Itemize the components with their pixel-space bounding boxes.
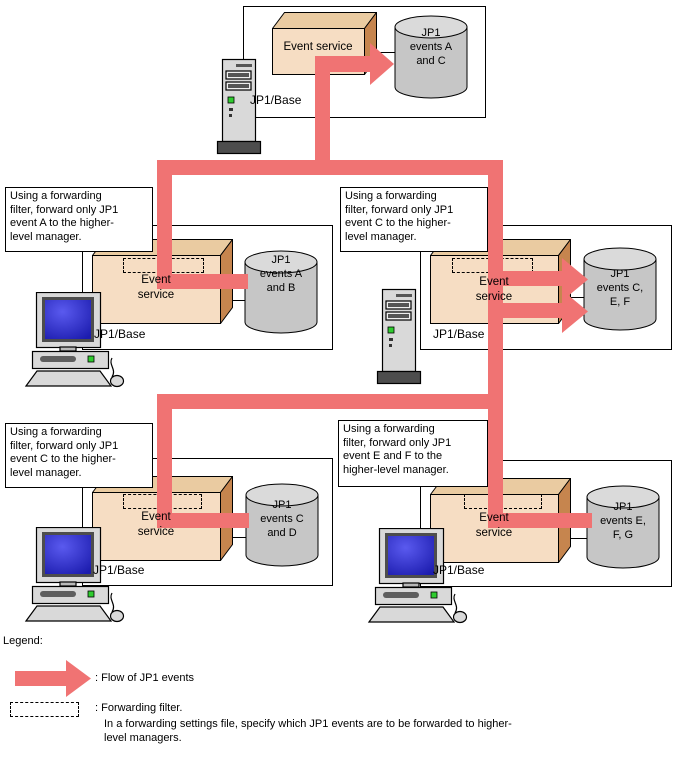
event-service-label: Event service: [475, 512, 513, 539]
event-service-label: Event service: [137, 511, 175, 538]
legend-title: Legend:: [3, 635, 43, 647]
flow-band-top-horizontal: [315, 56, 370, 72]
event-service-label: Event service: [137, 274, 175, 301]
event-db-label: JP1 events C and D: [260, 499, 304, 539]
legend-filter-desc: In a forwarding settings file, specify w…: [104, 718, 512, 730]
legend-flow-label: : Flow of JP1 events: [95, 672, 195, 684]
event-database-cylinder-top: [394, 15, 468, 99]
legend-filter-desc: level managers.: [104, 732, 182, 744]
tower-computer-icon: [216, 58, 262, 155]
connector-line: [230, 300, 248, 301]
jp1base-label: JP1/Base: [433, 563, 485, 577]
event-db-label: JP1 events A and B: [259, 254, 303, 294]
forwarding-filter-box: [464, 494, 542, 509]
jp1base-label: JP1/Base: [94, 327, 146, 341]
callout-mid-left: Using a forwarding filter, forward only …: [5, 187, 153, 252]
event-db-label: JP1 events E, F, G: [600, 501, 646, 541]
connector-line: [558, 538, 589, 539]
connector-line: [230, 537, 249, 538]
event-db-label: JP1 events C, E, F: [596, 268, 644, 308]
jp1base-label: JP1/Base: [250, 93, 302, 107]
flow-band-mid-left-vertical: [157, 160, 172, 289]
desktop-computer-icon: [24, 292, 125, 388]
flow-band-right-vertical: [488, 160, 503, 528]
flow-band-mid-right-lower: [488, 303, 564, 318]
flow-band-bottom-left-horizontal: [157, 513, 249, 528]
desktop-computer-icon: [367, 528, 468, 624]
event-service-label: Event service: [475, 276, 513, 303]
jp1base-label: JP1/Base: [433, 327, 485, 341]
event-database-cylinder-mid-left: [244, 250, 318, 334]
tower-computer-icon: [376, 288, 422, 385]
forwarding-filter-legend-icon: [10, 702, 79, 717]
callout-bottom-right: Using a forwarding filter, forward only …: [338, 420, 488, 487]
flow-band-bottom-left-vertical: [157, 394, 172, 528]
flow-band-lower-trunk: [157, 394, 502, 409]
connector-line: [558, 297, 587, 298]
flow-band-mid-right-upper: [488, 271, 564, 286]
flow-band-top-vertical: [315, 56, 330, 175]
flow-band-bottom-right-horizontal: [488, 513, 592, 528]
event-database-cylinder-mid-right: [583, 247, 657, 331]
flow-arrow-legend-icon: [15, 671, 66, 686]
event-db-label: JP1 events A and C: [409, 27, 453, 67]
desktop-computer-icon: [24, 527, 125, 623]
flow-band-upper-trunk: [157, 160, 502, 175]
event-database-cylinder-bottom-left: [245, 483, 319, 567]
connector-line: [370, 52, 398, 53]
callout-mid-right: Using a forwarding filter, forward only …: [340, 187, 488, 252]
legend-filter-label: : Forwarding filter.: [95, 702, 183, 714]
flow-arrow-legend-icon: [66, 660, 91, 697]
callout-bottom-left: Using a forwarding filter, forward only …: [5, 423, 153, 488]
flow-band-mid-left-horizontal: [157, 274, 248, 289]
jp1base-label: JP1/Base: [93, 563, 145, 577]
event-service-label: Event service: [283, 41, 353, 53]
event-database-cylinder-bottom-right: [586, 485, 660, 569]
